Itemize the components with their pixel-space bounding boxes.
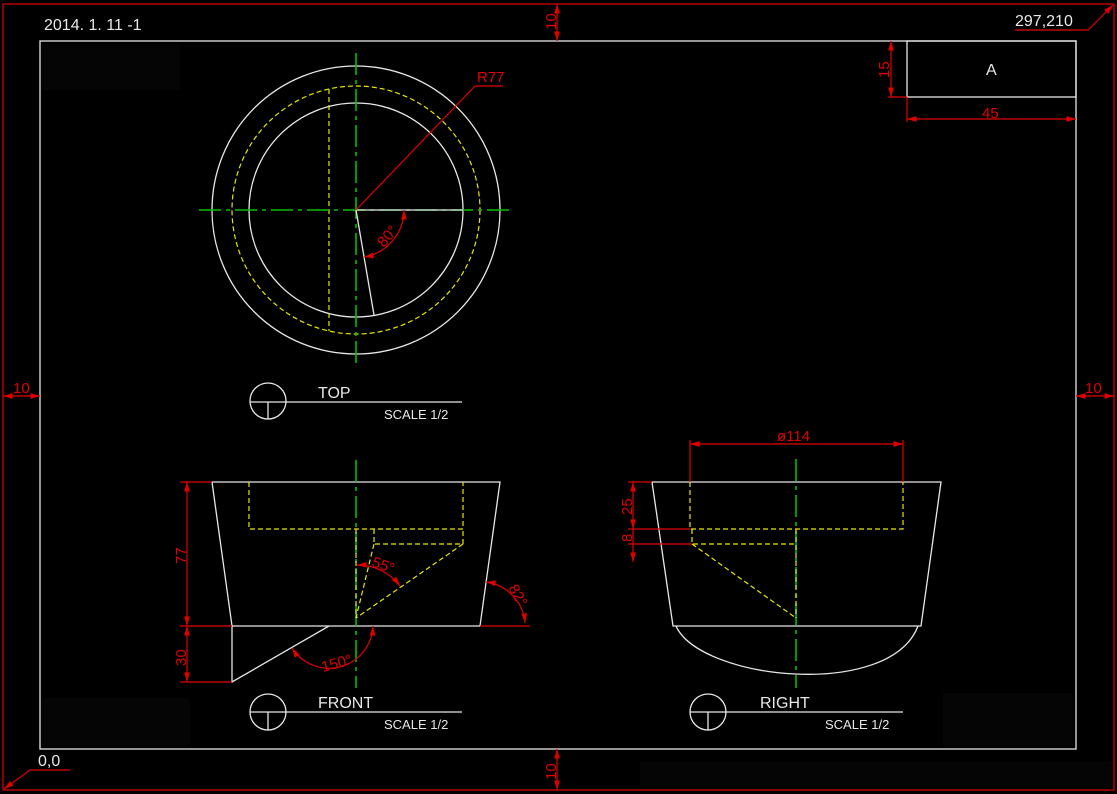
- angle-55-text: 55°: [370, 554, 397, 578]
- view-title: TOP: [318, 385, 351, 402]
- height-dim-text: 77: [173, 547, 190, 564]
- margin-right-text: 10: [1085, 380, 1102, 397]
- angle-arc: [363, 209, 407, 259]
- top-view-label: TOP SCALE 1/2: [249, 382, 462, 422]
- margin-bottom-text: 10: [543, 763, 560, 780]
- right-view-label: RIGHT SCALE 1/2: [689, 693, 903, 732]
- top-view[interactable]: R77 80°: [199, 53, 513, 367]
- blank-patch: [943, 693, 1073, 746]
- front-view[interactable]: 77 30 55° 82° 150°: [173, 460, 531, 688]
- view-scale: SCALE 1/2: [825, 717, 889, 732]
- front-view-label: FRONT SCALE 1/2: [249, 693, 462, 732]
- margin-dim-bottom: 10: [543, 749, 560, 790]
- drawing-date-label: 2014. 1. 11 -1: [44, 17, 142, 34]
- angle-arc-55: [356, 561, 401, 587]
- margin-left-text: 10: [13, 380, 30, 397]
- radius-dim-text: R77: [477, 69, 505, 86]
- origin-leader: 0,0: [3, 753, 70, 790]
- blank-patch: [640, 762, 1112, 787]
- sheet-size-label: 297,210: [1015, 13, 1073, 30]
- view-scale: SCALE 1/2: [384, 717, 448, 732]
- angle-82-text: 82°: [505, 582, 531, 610]
- depth-dim-text: 25: [619, 498, 636, 515]
- right-view[interactable]: ø114 25 8: [619, 428, 942, 688]
- title-box: A 15 45: [876, 40, 1077, 122]
- sheet-size-leader: 297,210: [1015, 4, 1114, 31]
- view-title: FRONT: [318, 695, 373, 712]
- margin-dim-right: 10: [1076, 380, 1114, 399]
- angle-arc-82: [485, 580, 528, 624]
- margin-dim-top: 10: [543, 4, 560, 41]
- margin-top-text: 10: [543, 13, 560, 30]
- drawing-frame: [39, 40, 1077, 750]
- radius-leader: [355, 85, 503, 211]
- blank-patch: [42, 698, 190, 746]
- body-outline: [651, 481, 942, 627]
- blank-patch: [42, 44, 180, 90]
- title-box-height-dim: 15: [876, 61, 893, 78]
- view-scale: SCALE 1/2: [384, 407, 448, 422]
- base-outline: [231, 625, 330, 684]
- origin-label: 0,0: [38, 753, 60, 770]
- base-dim-text: 30: [173, 649, 190, 666]
- bottom-arc: [675, 625, 919, 675]
- angle-dim-text: 80°: [374, 222, 402, 250]
- margin-dim-left: 10: [3, 380, 40, 399]
- title-box-width-dim: 45: [982, 105, 999, 122]
- step-dim-text: 8: [619, 534, 636, 542]
- diameter-dim-text: ø114: [777, 428, 810, 445]
- angle-arc-150: [291, 625, 376, 669]
- sheet-outer-border: [2, 3, 1115, 791]
- angle-150-text: 150°: [320, 651, 354, 675]
- title-box-letter: A: [986, 62, 997, 79]
- view-title: RIGHT: [760, 695, 810, 712]
